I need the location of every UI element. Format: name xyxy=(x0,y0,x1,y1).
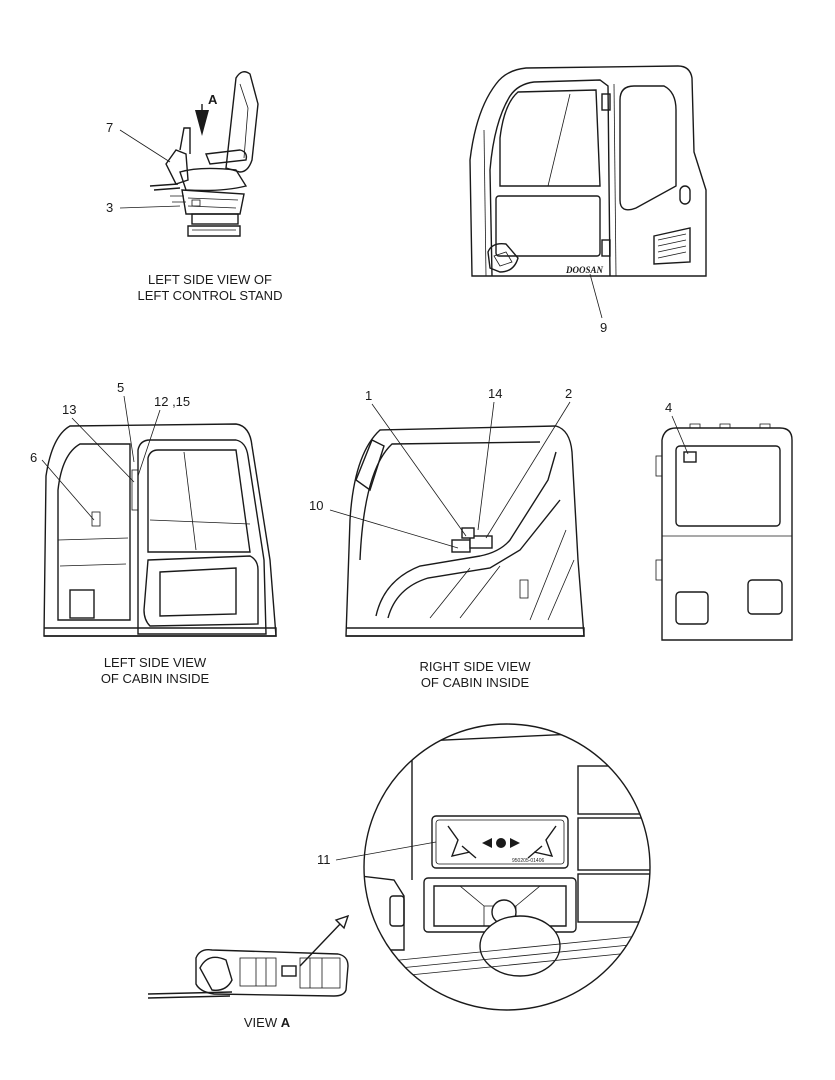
view-a-drawing xyxy=(147,914,350,999)
callout-2: 2 xyxy=(565,386,572,401)
caption-left-control-stand-2: LEFT CONTROL STAND xyxy=(138,288,283,303)
leader-4 xyxy=(671,415,689,455)
leader-10 xyxy=(329,509,459,549)
arrow-a-label: A xyxy=(208,92,218,107)
callout-10: 10 xyxy=(309,498,323,513)
zoom-circle xyxy=(363,723,651,1011)
right-cabin-inside-drawing xyxy=(345,425,585,637)
cabin-exterior-drawing: DOOSAN xyxy=(469,65,707,277)
leader-11 xyxy=(335,841,437,861)
caption-left-control-stand-1: LEFT SIDE VIEW OF xyxy=(148,272,272,287)
callout-3: 3 xyxy=(106,200,113,215)
leader-14 xyxy=(477,401,495,531)
leader-5 xyxy=(123,395,135,463)
leader-9 xyxy=(589,273,603,319)
leader-1 xyxy=(371,403,467,537)
caption-left-cabin-1: LEFT SIDE VIEW xyxy=(104,655,207,670)
callout-11: 11 xyxy=(317,852,331,867)
caption-view-a-prefix: VIEW xyxy=(244,1015,281,1030)
leader-3 xyxy=(119,205,181,209)
callout-13: 13 xyxy=(62,402,76,417)
caption-view-a-letter: A xyxy=(281,1015,291,1030)
left-cabin-inside-drawing xyxy=(43,423,277,637)
callout-5: 5 xyxy=(117,380,124,395)
callout-14: 14 xyxy=(488,386,502,401)
brand-logo: DOOSAN xyxy=(565,265,604,275)
cabin-rear-drawing xyxy=(655,423,793,641)
callout-6: 6 xyxy=(30,450,37,465)
leader-7 xyxy=(119,129,171,163)
view-a-arrow: A xyxy=(195,92,218,136)
decal-part-number: 950205-01406 xyxy=(512,858,544,864)
svg-text:VIEW A: VIEW A xyxy=(244,1015,291,1030)
caption-left-cabin-2: OF CABIN INSIDE xyxy=(101,671,210,686)
zoom-detail-drawing: 950205-01406 xyxy=(364,724,650,1010)
callout-4: 4 xyxy=(665,400,672,415)
callout-7: 7 xyxy=(106,120,113,135)
caption-right-cabin-1: RIGHT SIDE VIEW xyxy=(420,659,532,674)
leader-13 xyxy=(71,417,135,483)
leader-2 xyxy=(485,401,571,539)
callout-1: 1 xyxy=(365,388,372,403)
caption-right-cabin-2: OF CABIN INSIDE xyxy=(421,675,530,690)
callout-12-15: 12 ,15 xyxy=(154,394,190,409)
leader-6 xyxy=(41,459,95,521)
callout-9: 9 xyxy=(600,320,607,335)
leader-12-15 xyxy=(137,409,161,477)
seat-drawing xyxy=(149,71,259,237)
